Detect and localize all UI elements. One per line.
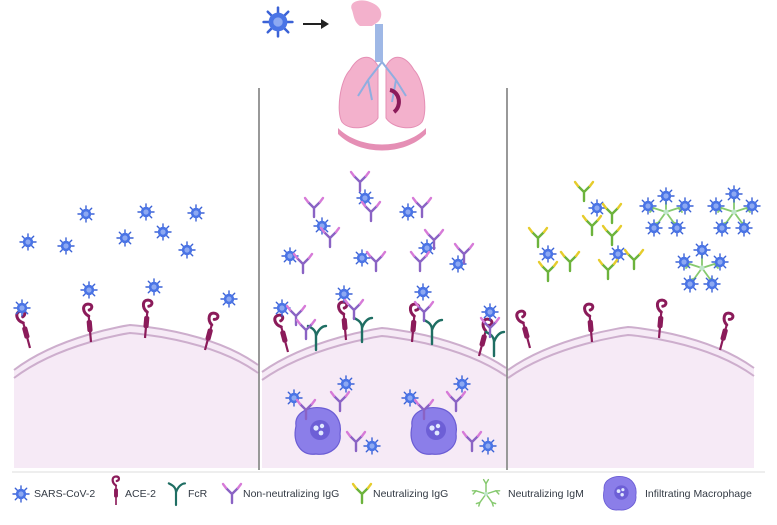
- legend-fcr-icon: [167, 482, 187, 507]
- cell-surface-left: [13, 323, 259, 468]
- legend-non-neutralizing-igg-icon: [221, 482, 243, 505]
- legend-label-fcr: FcR: [188, 488, 208, 500]
- legend-label-infiltrating-macrophage: Infiltrating Macrophage: [645, 488, 752, 500]
- legend-neutralizing-igm-icon: [471, 478, 501, 507]
- panel-right-neutralized-complexes: [527, 180, 761, 293]
- legend-neutralizing-igg-icon: [351, 482, 373, 505]
- legend-ace2-icon: [111, 475, 121, 507]
- legend-label-non-neutralizing-igg: Non-neutralizing IgG: [243, 488, 340, 500]
- cell-surface-right: [507, 325, 755, 468]
- arrow-right-icon: [303, 19, 329, 29]
- lungs-icon: [338, 0, 426, 151]
- virus-entry-icon: [262, 6, 294, 38]
- legend-label-neutralizing-igg: Neutralizing IgG: [373, 488, 449, 500]
- legend-label-sars-cov-2: SARS-CoV-2: [34, 488, 96, 500]
- panel-left-viruses: [19, 203, 205, 259]
- legend-virus-icon: [12, 485, 30, 503]
- legend-macrophage-icon: [603, 476, 637, 511]
- legend-label-ace2: ACE-2: [125, 488, 156, 500]
- legend-label-neutralizing-igm: Neutralizing IgM: [508, 488, 584, 500]
- panel-middle-virus-antibody-complexes: [281, 170, 475, 275]
